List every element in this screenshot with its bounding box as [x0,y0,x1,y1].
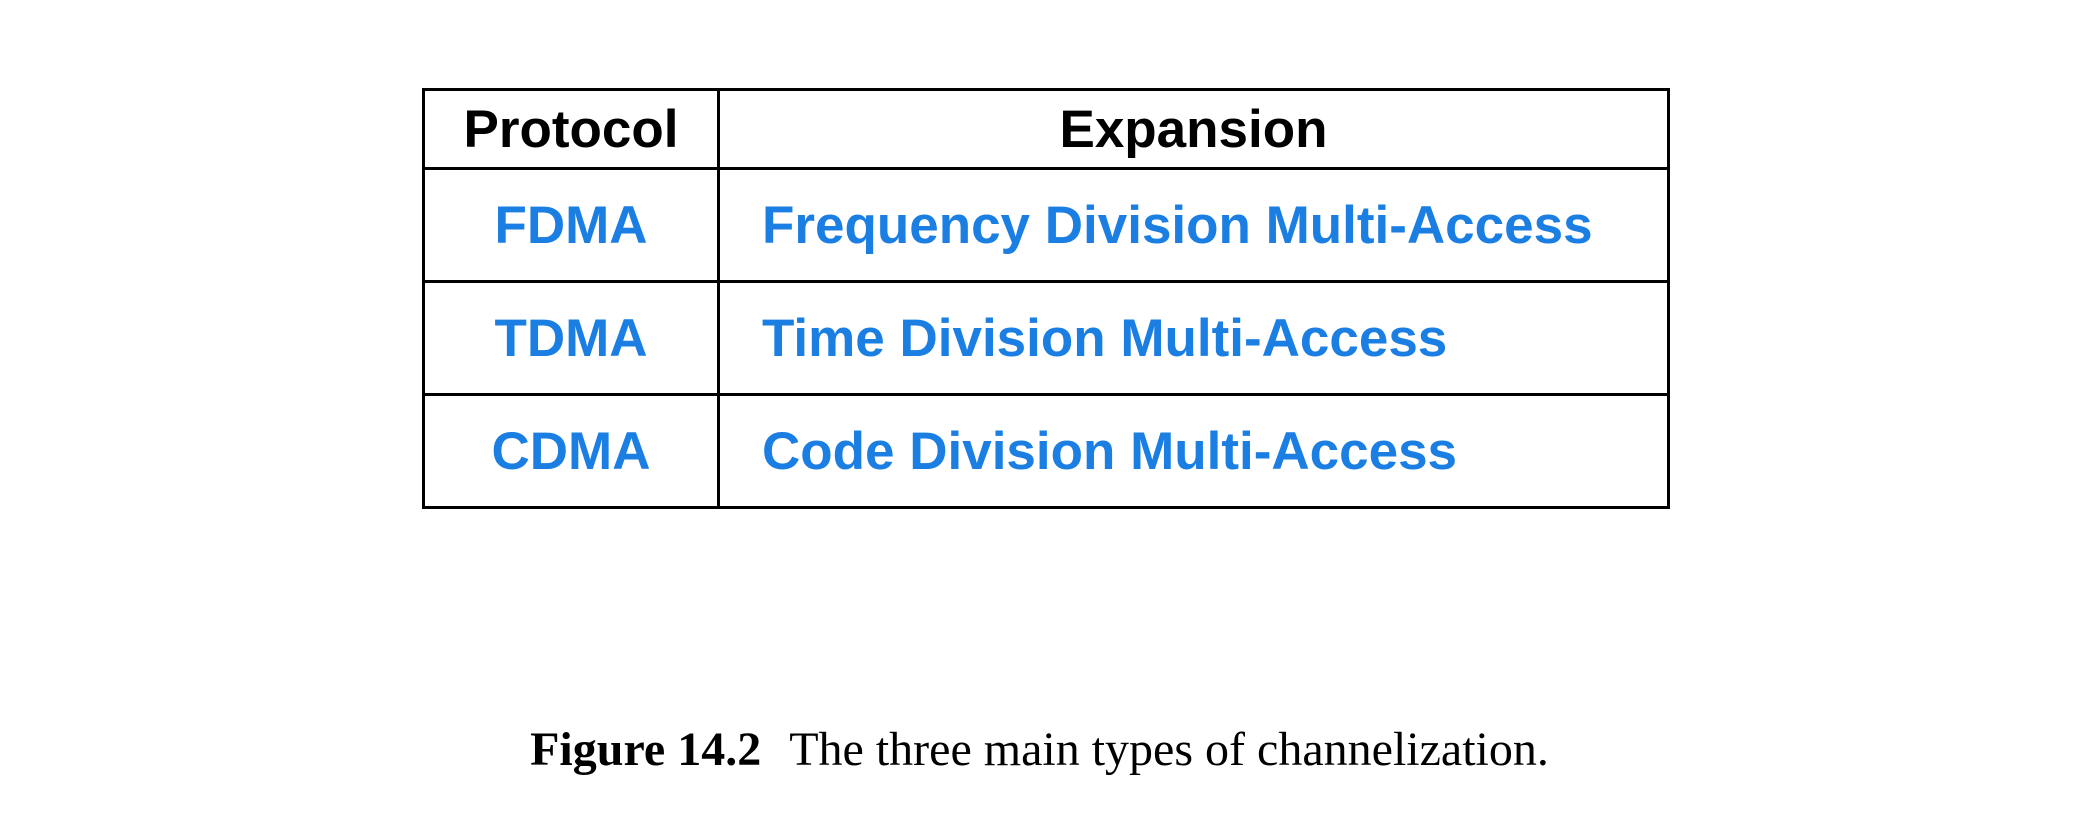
table-row: FDMA Frequency Division Multi-Access [422,167,1670,283]
channelization-table: Protocol Expansion FDMA Frequency Divisi… [422,88,1670,509]
protocol-column-header: Protocol [422,88,720,170]
table-row: TDMA Time Division Multi-Access [422,280,1670,396]
caption-text: The three main types of channelization. [789,723,1549,776]
expansion-cell: Frequency Division Multi-Access [717,167,1670,283]
protocol-cell: TDMA [422,280,720,396]
protocol-cell: FDMA [422,167,720,283]
figure-label: Figure 14.2 [530,723,762,776]
figure-caption: Figure 14.2 The three main types of chann… [0,722,2079,777]
expansion-column-header: Expansion [717,88,1670,170]
table-header-row: Protocol Expansion [422,88,1670,170]
expansion-cell: Time Division Multi-Access [717,280,1670,396]
table-row: CDMA Code Division Multi-Access [422,393,1670,509]
protocol-cell: CDMA [422,393,720,509]
expansion-cell: Code Division Multi-Access [717,393,1670,509]
